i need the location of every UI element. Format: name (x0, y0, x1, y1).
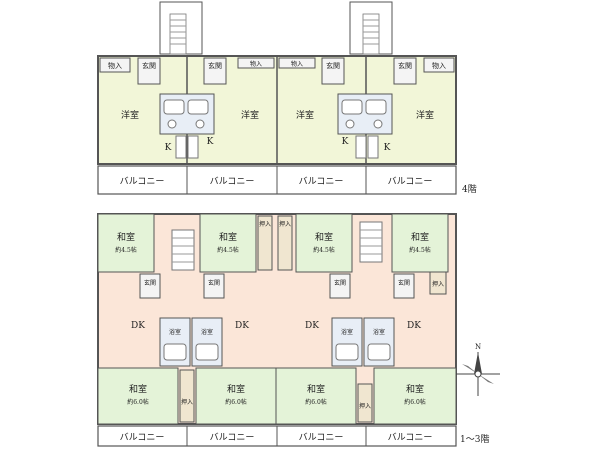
wet-area-4f-left (159, 93, 215, 135)
storage-4f-4: 物入 (423, 57, 455, 73)
svg-text:和室: 和室 (406, 383, 424, 395)
wet-area-4f-right (337, 93, 393, 135)
svg-text:玄関: 玄関 (144, 279, 156, 287)
dk-4-label: DK (407, 321, 421, 331)
storage-4f-1: 物入 (99, 57, 131, 73)
svg-text:和室: 和室 (129, 383, 147, 395)
bath-lower-3: 浴室 (331, 317, 363, 367)
svg-text:物入: 物入 (432, 61, 446, 70)
svg-text:玄関: 玄関 (398, 279, 410, 287)
svg-text:玄関: 玄関 (398, 61, 412, 70)
svg-text:玄関: 玄関 (208, 279, 220, 287)
jroom-bottom-4: 和室 約6.0帖 (373, 367, 457, 425)
svg-text:約6.0帖: 約6.0帖 (127, 398, 149, 406)
room-4f-2-label: 洋室 (241, 109, 259, 121)
svg-text:約4.5帖: 約4.5帖 (217, 246, 239, 254)
jroom-bottom-3: 和室 約6.0帖 (275, 367, 357, 425)
svg-text:約4.5帖: 約4.5帖 (409, 246, 431, 254)
svg-text:物入: 物入 (108, 61, 122, 70)
jroom-top-2: 和室 約4.5帖 (199, 213, 257, 273)
closet-upper-3: 押入 (429, 271, 447, 295)
svg-text:玄関: 玄関 (142, 61, 156, 70)
svg-text:物入: 物入 (250, 60, 262, 68)
svg-text:N: N (475, 343, 481, 351)
svg-text:和室: 和室 (117, 231, 135, 243)
kitchen-4f-2-label: K (207, 137, 214, 147)
balcony-lower-4: バルコニー (388, 432, 433, 443)
svg-text:押入: 押入 (432, 280, 444, 288)
svg-text:押入: 押入 (259, 220, 271, 228)
kitchen-4f-1-label: K (165, 143, 172, 153)
balcony-lower-2: バルコニー (210, 432, 255, 443)
closet-bottom-2: 押入 (357, 383, 373, 423)
svg-text:押入: 押入 (359, 402, 371, 410)
entrance-4f-3: 玄関 (321, 57, 345, 85)
stair-4f-left (159, 1, 203, 55)
jroom-top-1: 和室 約4.5帖 (97, 213, 155, 273)
kitchen-4f-4-label: K (384, 143, 391, 153)
svg-text:玄関: 玄関 (334, 279, 346, 287)
svg-text:約6.0帖: 約6.0帖 (404, 398, 426, 406)
room-4f-1-label: 洋室 (121, 109, 139, 121)
svg-text:約6.0帖: 約6.0帖 (225, 398, 247, 406)
svg-text:浴室: 浴室 (169, 328, 181, 336)
entrance-lower-1: 玄関 (139, 273, 161, 299)
bath-lower-1: 浴室 (159, 317, 191, 367)
dk-2-label: DK (235, 321, 249, 331)
svg-text:玄関: 玄関 (208, 61, 222, 70)
svg-text:約4.5帖: 約4.5帖 (313, 246, 335, 254)
svg-text:物入: 物入 (291, 60, 303, 68)
floor-label-lower: 1～3階 (460, 434, 489, 445)
entrance-4f-4: 玄関 (393, 57, 417, 85)
closet-upper-2: 押入 (277, 215, 293, 271)
bath-lower-2: 浴室 (191, 317, 223, 367)
closet-bottom-1: 押入 (179, 369, 195, 423)
stair-lower-right (359, 221, 383, 263)
svg-text:約6.0帖: 約6.0帖 (305, 398, 327, 406)
svg-text:和室: 和室 (411, 231, 429, 243)
dk-1-label: DK (131, 321, 145, 331)
svg-text:浴室: 浴室 (373, 328, 385, 336)
svg-text:押入: 押入 (279, 220, 291, 228)
balcony-4f-4: バルコニー (388, 176, 433, 187)
svg-text:和室: 和室 (219, 231, 237, 243)
svg-text:和室: 和室 (307, 383, 325, 395)
storage-4f-2: 物入 (237, 57, 275, 69)
svg-text:和室: 和室 (315, 231, 333, 243)
svg-text:浴室: 浴室 (341, 328, 353, 336)
room-4f-4-label: 洋室 (416, 109, 434, 121)
jroom-top-4: 和室 約4.5帖 (391, 213, 449, 273)
svg-text:玄関: 玄関 (326, 61, 340, 70)
compass-icon: N (456, 343, 500, 396)
balcony-4f-1: バルコニー (120, 176, 165, 187)
kitchen-4f-3-label: K (342, 137, 349, 147)
balcony-4f-3: バルコニー (299, 176, 344, 187)
svg-text:押入: 押入 (181, 398, 193, 406)
entrance-4f-2: 玄関 (203, 57, 227, 85)
closet-upper-1: 押入 (257, 215, 273, 271)
jroom-top-3: 和室 約4.5帖 (295, 213, 353, 273)
svg-text:和室: 和室 (227, 383, 245, 395)
entrance-lower-2: 玄関 (203, 273, 225, 299)
entrance-lower-3: 玄関 (329, 273, 351, 299)
jroom-bottom-2: 和室 約6.0帖 (195, 367, 277, 425)
balcony-lower-1: バルコニー (120, 432, 165, 443)
balcony-lower-3: バルコニー (299, 432, 344, 443)
stair-lower-left (171, 229, 195, 271)
entrance-4f-1: 玄関 (137, 57, 161, 85)
svg-text:浴室: 浴室 (201, 328, 213, 336)
jroom-bottom-1: 和室 約6.0帖 (97, 367, 179, 425)
bath-lower-4: 浴室 (363, 317, 395, 367)
stair-4f-right (349, 1, 393, 55)
dk-3-label: DK (305, 321, 319, 331)
entrance-lower-4: 玄関 (393, 273, 415, 299)
svg-text:約4.5帖: 約4.5帖 (115, 246, 137, 254)
floor-label-upper: 4階 (462, 184, 477, 195)
storage-4f-3: 物入 (278, 57, 316, 69)
room-4f-3-label: 洋室 (296, 109, 314, 121)
balcony-4f-2: バルコニー (210, 176, 255, 187)
